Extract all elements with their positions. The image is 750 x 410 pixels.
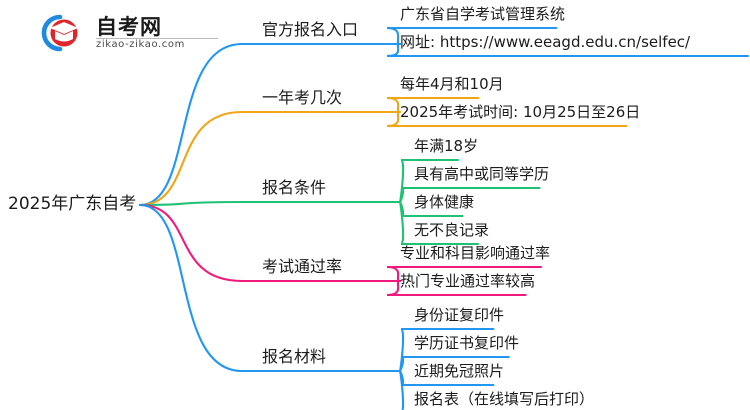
mindmap-leaf-3-0: 专业和科目影响通过率 [400,244,551,262]
graduation-cap-icon [41,14,78,52]
leaf-link-0-1 [386,42,750,58]
branch-link-1 [138,110,402,207]
mindmap-leaf-2-3: 无不良记录 [414,221,490,239]
branch-link-2 [138,200,402,207]
mindmap-root-label: 2025年广东自考 [8,194,137,214]
mindmap-leaf-4-2: 近期免冠照片 [414,362,505,380]
mindmap-leaf-1-1: 2025年考试时间: 10月25日至26日 [400,103,641,121]
mindmap-topic-0: 官方报名入口 [262,20,359,39]
mindmap-leaf-0-1: 网址: https://www.eeagd.edu.cn/selfec/ [400,33,691,51]
leaf-link-2-3 [398,200,480,246]
logo-domain: zikao-zikao.com [96,39,185,50]
logo-cap-body [55,31,73,42]
mindmap-topic-1: 一年考几次 [262,88,343,107]
logo-cap-top [50,22,78,34]
mindmap-topic-3: 考试通过率 [262,257,343,276]
logo-divider [96,38,218,39]
mindmap-leaf-2-0: 年满18岁 [414,137,479,155]
mindmap-leaf-2-2: 身体健康 [414,193,475,211]
mindmap-leaf-3-1: 热门专业通过率较高 [400,272,536,290]
mindmap-leaf-4-1: 学历证书复印件 [414,334,520,352]
leaf-link-3-1 [386,279,527,297]
branch-link-0 [138,42,402,207]
mindmap-leaf-4-3: 报名表（在线填写后打印） [414,390,595,408]
branch-link-3 [138,203,402,283]
mindmap-leaf-0-0: 广东省自学考试管理系统 [400,5,566,23]
mindmap-leaf-1-0: 每年4月和10月 [400,75,504,93]
leaf-link-1-1 [386,110,628,128]
site-logo: 自考网 zikao-zikao.com [30,12,220,54]
mindmap-topic-2: 报名条件 [262,178,327,197]
mindmap-leaf-4-0: 身份证复印件 [414,306,505,324]
logo-brand-name: 自考网 [96,15,162,39]
leaf-link-4-3 [398,369,405,410]
mindmap-topic-4: 报名材料 [262,347,327,366]
logo-arc [41,14,63,52]
mindmap-leaf-2-1: 具有高中或同等学历 [414,165,550,183]
branch-link-4 [138,203,402,373]
